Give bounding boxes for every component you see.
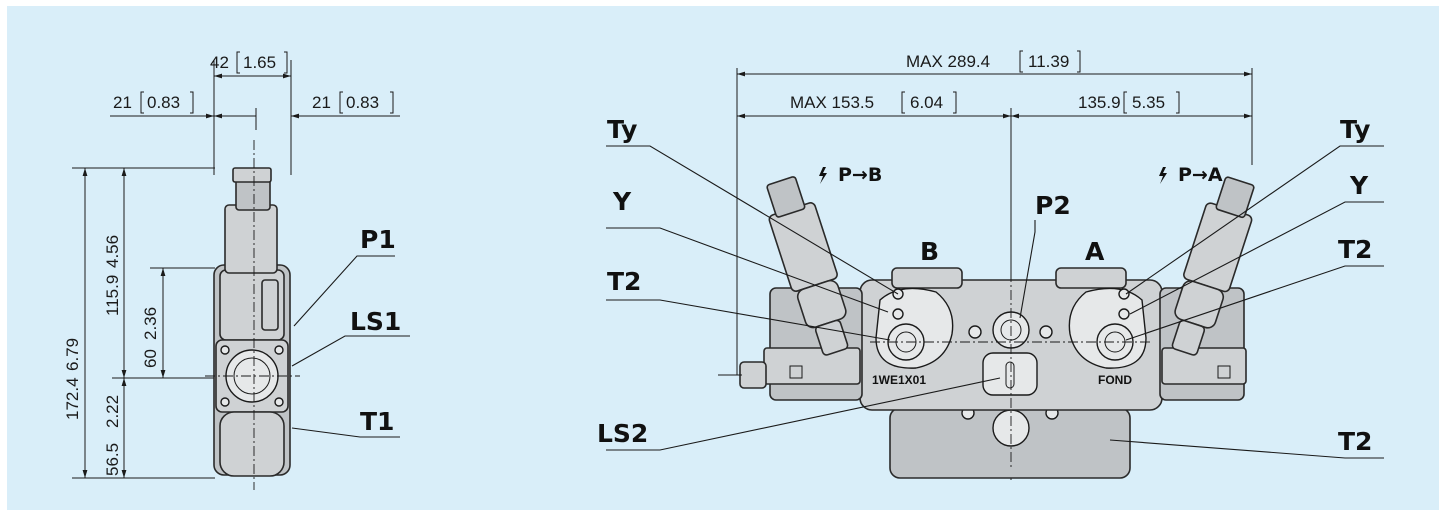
port-label-t2-left: T2 bbox=[607, 267, 641, 296]
dim-left: MAX 153.5 bbox=[790, 93, 874, 112]
front-view-port-labels: Ty Ty Y Y T2 T2 P2 LS2 T2 B A bbox=[597, 115, 1372, 456]
front-view bbox=[606, 68, 1384, 480]
dim-overall: MAX 289.4 bbox=[906, 52, 990, 71]
side-view-port-labels: P1 LS1 T1 bbox=[350, 225, 401, 436]
dim-height-total-in: 6.79 bbox=[63, 338, 82, 371]
dim-height-mid: 60 bbox=[141, 349, 160, 368]
port-label-b: B bbox=[920, 237, 939, 266]
port-label-p1: P1 bbox=[360, 225, 396, 254]
dim-right-half-in: 0.83 bbox=[346, 93, 379, 112]
port-label-t1: T1 bbox=[360, 407, 394, 436]
port-label-a: A bbox=[1085, 237, 1105, 266]
stamp-left: 1WE1X01 bbox=[872, 373, 926, 387]
dim-height-mid-in: 2.36 bbox=[141, 307, 160, 340]
port-label-ls1: LS1 bbox=[350, 307, 401, 336]
dim-right-half: 21 bbox=[312, 93, 331, 112]
lightning-icon-left bbox=[819, 167, 827, 184]
dim-height-lower: 56.5 bbox=[103, 443, 122, 476]
dim-right-in: 5.35 bbox=[1132, 93, 1165, 112]
dim-left-in: 6.04 bbox=[910, 93, 943, 112]
port-label-y-left: Y bbox=[612, 187, 632, 216]
flow-label-left: P→B bbox=[838, 164, 882, 186]
side-view bbox=[72, 60, 410, 490]
port-label-t2-bottom: T2 bbox=[1338, 427, 1372, 456]
dim-left-half: 21 bbox=[113, 93, 132, 112]
dim-width-total: 42 bbox=[210, 53, 229, 72]
dim-right: 135.9 bbox=[1078, 93, 1121, 112]
flow-labels: P→B P→A bbox=[819, 164, 1223, 186]
port-label-y-right: Y bbox=[1349, 171, 1369, 200]
port-label-t2-right: T2 bbox=[1338, 235, 1372, 264]
dim-width-total-in: 1.65 bbox=[243, 53, 276, 72]
lightning-icon-right bbox=[1159, 167, 1167, 184]
dim-height-lower-in: 2.22 bbox=[103, 395, 122, 428]
front-view-dimension-labels: MAX 289.4 11.39 MAX 153.5 6.04 135.9 5.3… bbox=[790, 50, 1180, 114]
stamp-right: FOND bbox=[1098, 373, 1132, 387]
port-label-p2: P2 bbox=[1035, 191, 1071, 220]
dim-height-total: 172.4 bbox=[63, 377, 82, 420]
dim-overall-in: 11.39 bbox=[1028, 52, 1069, 71]
dim-height-upper: 115.9 bbox=[103, 275, 122, 316]
flow-label-right: P→A bbox=[1178, 164, 1223, 186]
dim-left-half-in: 0.83 bbox=[147, 93, 180, 112]
port-label-ty-right: Ty bbox=[1340, 115, 1370, 144]
body-stamps: 1WE1X01 FOND bbox=[872, 373, 1132, 387]
port-label-ls2: LS2 bbox=[597, 419, 648, 448]
port-label-ty-left: Ty bbox=[607, 115, 637, 144]
dim-height-upper-in: 4.56 bbox=[103, 235, 122, 268]
side-view-dimension-labels: 42 1.65 21 0.83 21 0.83 172.4 6.79 115.9… bbox=[63, 51, 394, 476]
